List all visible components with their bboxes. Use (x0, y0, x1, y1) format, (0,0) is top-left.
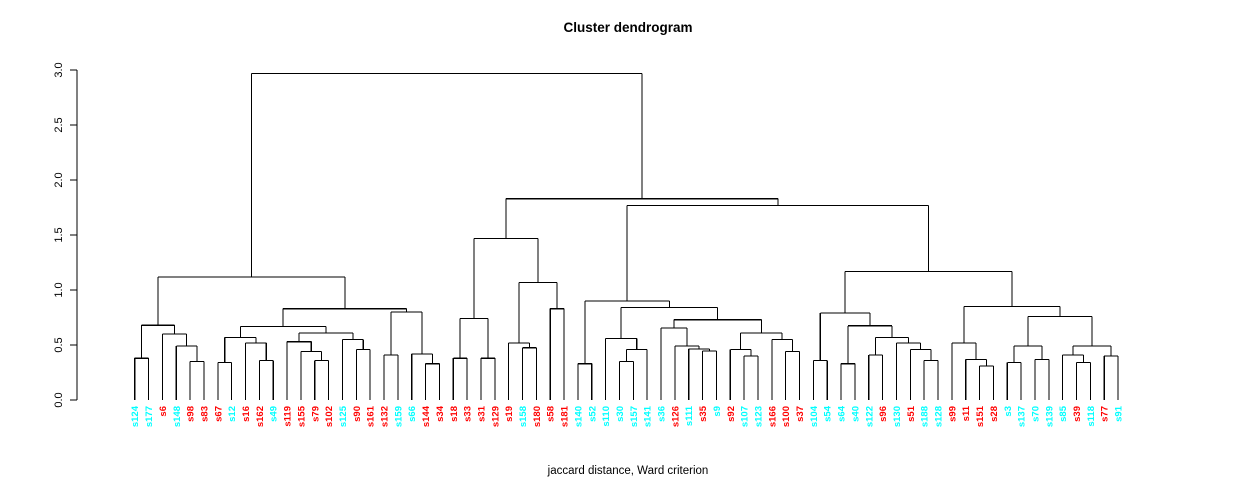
leaf-label: s122 (864, 406, 875, 427)
y-axis-tick-label: 1.5 (53, 227, 65, 242)
leaf-label: s19 (504, 406, 515, 422)
leaf-label: s18 (449, 406, 460, 422)
leaf-label: s30 (615, 406, 626, 422)
leaf-label: s118 (1086, 406, 1097, 427)
chart-caption: jaccard distance, Ward criterion (547, 465, 709, 477)
leaf-label: s126 (670, 406, 681, 427)
leaf-label: s161 (366, 405, 377, 427)
leaf-label: s36 (657, 406, 668, 422)
leaf-label: s140 (573, 406, 584, 427)
leaf-label: s102 (324, 406, 335, 427)
leaf-label: s125 (338, 405, 349, 427)
y-axis-tick-label: 2.0 (53, 172, 65, 187)
leaf-label: s130 (892, 406, 903, 427)
leaf-label: s70 (1030, 406, 1041, 422)
leaf-label: s110 (601, 406, 612, 427)
leaf-label: s11 (961, 405, 972, 421)
leaf-label: s9 (712, 406, 723, 417)
leaf-label: s148 (172, 406, 183, 427)
leaf-label: s141 (643, 405, 654, 427)
leaf-label: s123 (753, 406, 764, 427)
leaf-label: s28 (989, 406, 1000, 422)
leaf-label: s3 (1003, 406, 1014, 417)
leaf-label: s67 (213, 406, 224, 422)
leaf-label: s12 (227, 406, 238, 422)
leaf-label: s119 (283, 406, 294, 427)
leaf-label: s96 (878, 406, 889, 422)
leaf-label: s90 (352, 406, 363, 422)
leaf-label: s66 (407, 406, 418, 422)
leaf-label: s40 (850, 406, 861, 422)
leaf-label: s39 (1072, 406, 1083, 422)
leaf-label: s64 (837, 405, 848, 422)
leaf-label: s166 (767, 406, 778, 427)
y-axis-tick-label: 2.5 (53, 117, 65, 132)
chart-title: Cluster dendrogram (563, 20, 693, 35)
leaf-label: s92 (726, 406, 737, 422)
leaf-label: s6 (158, 406, 169, 417)
leaf-label: s128 (934, 406, 945, 427)
leaf-label: s99 (947, 406, 958, 422)
leaf-label: s54 (823, 405, 834, 422)
leaf-label: s58 (546, 406, 557, 422)
leaf-label: s137 (1017, 406, 1028, 427)
leaf-label: s129 (490, 406, 501, 427)
leaf-label: s100 (781, 406, 792, 427)
leaf-label: s34 (435, 405, 446, 422)
leaf-label: s144 (421, 405, 432, 427)
leaf-label: s91 (1114, 405, 1125, 422)
leaf-label: s177 (144, 406, 155, 427)
leaf-label: s51 (906, 405, 917, 422)
leaf-label: s124 (130, 405, 141, 427)
leaf-label: s79 (310, 406, 321, 422)
leaf-label: s157 (629, 406, 640, 427)
leaf-label: s111 (684, 405, 695, 426)
leaf-label: s85 (1058, 405, 1069, 422)
leaf-label: s155 (296, 405, 307, 427)
leaf-label: s151 (975, 405, 986, 427)
leaf-label: s139 (1044, 406, 1055, 427)
y-axis-tick-label: 0.0 (53, 392, 65, 407)
y-axis-tick-label: 0.5 (53, 337, 65, 352)
leaf-label: s158 (518, 406, 529, 427)
leaf-label: s107 (740, 406, 751, 427)
leaf-label: s104 (809, 405, 820, 427)
leaf-label: s37 (795, 406, 806, 422)
leaf-label: s132 (380, 406, 391, 427)
leaf-label: s162 (255, 406, 266, 427)
leaf-label: s188 (920, 406, 931, 427)
leaf-label: s159 (393, 406, 404, 427)
leaf-label: s83 (199, 406, 210, 422)
y-axis-tick-label: 1.0 (53, 282, 65, 297)
leaf-label: s16 (241, 406, 252, 422)
leaf-label: s33 (463, 406, 474, 422)
y-axis-tick-label: 3.0 (53, 62, 65, 77)
leaf-label: s31 (476, 405, 487, 422)
leaf-label: s181 (560, 405, 571, 427)
leaf-label: s77 (1100, 406, 1111, 422)
leaf-label: s180 (532, 406, 543, 427)
leaf-label: s35 (698, 405, 709, 422)
leaf-label: s52 (587, 406, 598, 422)
leaf-label: s98 (186, 406, 197, 422)
leaf-label: s49 (269, 406, 280, 422)
